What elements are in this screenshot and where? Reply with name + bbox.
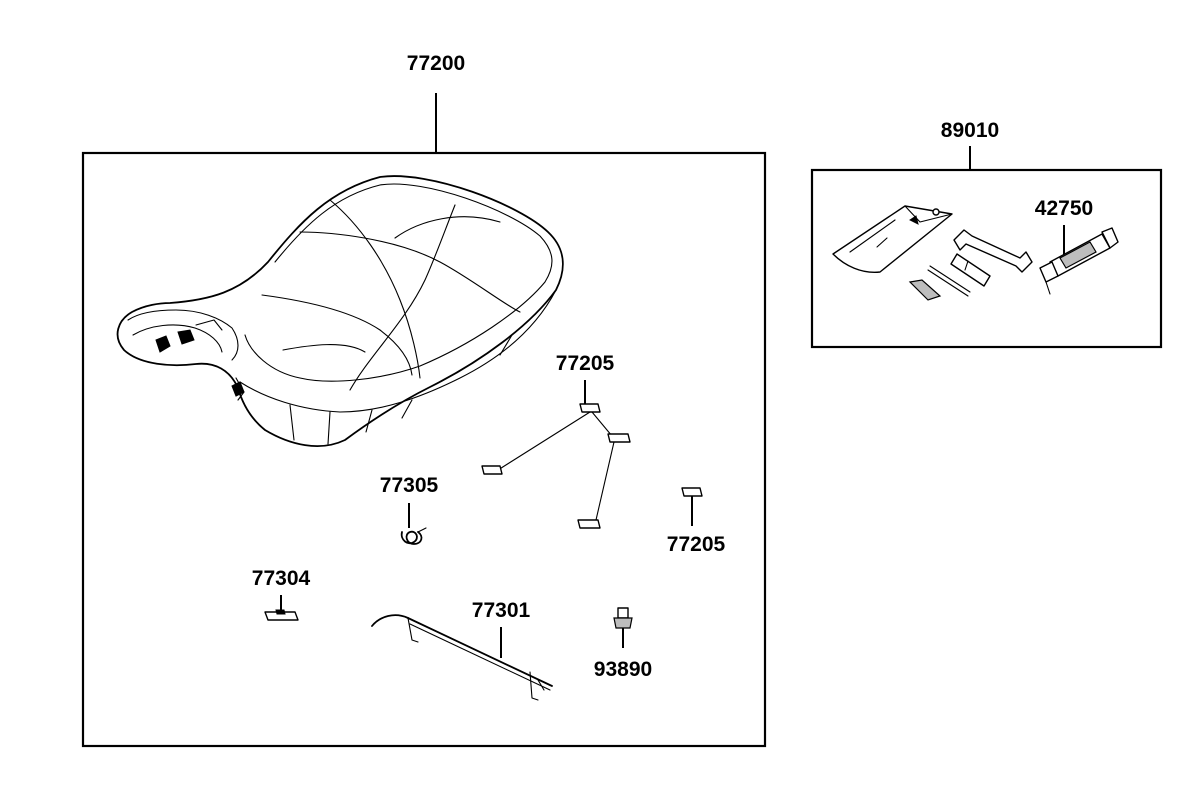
label-hook-right[interactable]: 77205 [667, 533, 726, 556]
seat-illustration [116, 175, 564, 447]
label-plate[interactable]: 77304 [252, 567, 311, 590]
label-hook-top[interactable]: 77205 [556, 352, 615, 375]
label-seat-assembly[interactable]: 77200 [407, 52, 465, 75]
grease-gun-tool [1039, 227, 1119, 295]
socket-tool [950, 253, 991, 287]
plate-part [264, 609, 299, 621]
label-bolt[interactable]: 93890 [594, 658, 652, 681]
hook-wire-assembly [481, 403, 631, 529]
handle-tool [908, 279, 942, 301]
hook-right [681, 487, 703, 497]
spanner-tool [953, 229, 1033, 273]
label-spring[interactable]: 77305 [380, 474, 439, 497]
rod-part [371, 614, 553, 701]
screwdriver-tool [927, 265, 971, 297]
label-tool-item[interactable]: 42750 [1035, 197, 1093, 220]
label-tool-kit[interactable]: 89010 [941, 119, 999, 142]
bolt-part [613, 607, 633, 629]
label-rod[interactable]: 77301 [472, 599, 531, 622]
spring-part [400, 527, 427, 545]
tool-pouch [832, 205, 953, 273]
tool-kit-frame [810, 168, 1163, 349]
seat-assembly-frame [81, 151, 767, 748]
